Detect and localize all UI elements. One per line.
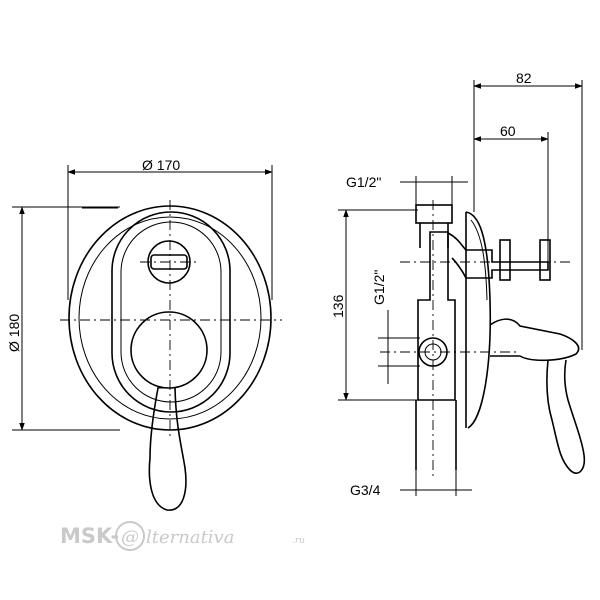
diverter-stem [447,232,549,279]
valve-body [417,231,456,401]
watermark-script: lternativa [146,527,234,548]
watermark-brand: MSK- [60,524,119,548]
dim-82-label: 82 [516,70,532,86]
dim-width-label: Ø 170 [142,157,180,173]
dim-top-inlet-label: G1/2" [346,174,381,190]
dim-side-inlet-label: G1/2" [371,270,387,305]
cover-plate-side [465,211,492,429]
watermark-domain: .ru [292,536,305,546]
dim-height-label: Ø 180 [6,314,22,352]
top-inlet [415,204,453,224]
front-view: Ø 170 Ø 180 [6,157,282,511]
dim-136-label: 136 [330,294,346,318]
bottom-outlet [415,400,457,470]
side-view: 82 60 G1/2" G1/2" 136 G3/4 [330,70,586,498]
dim-bottom-outlet-label: G3/4 [350,482,381,498]
watermark-at-icon [115,521,145,551]
watermark: MSK- @ lternativa .ru [60,521,305,551]
cartridge-housing [489,318,580,362]
dim-60-label: 60 [500,123,516,139]
cover-plate-outer [68,205,272,431]
lever-side [546,359,586,474]
cartridge-cap [130,311,208,389]
watermark-at-sign: @ [121,527,139,548]
cover-plate-inner [78,216,262,420]
lever-handle [148,387,187,511]
recess-outer [111,211,231,413]
recess-inner [120,221,222,403]
